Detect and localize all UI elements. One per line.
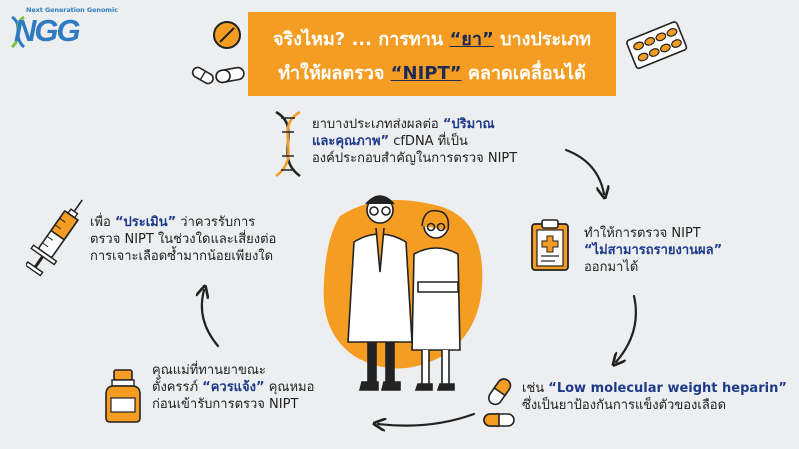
dna-logo-icon bbox=[10, 15, 26, 49]
banner-line1-tail: บางประเภท bbox=[493, 29, 592, 50]
banner-line2-text: ทำให้ผลตรวจ bbox=[278, 63, 391, 84]
point4-highlight: “ควรแจ้ง” bbox=[202, 380, 265, 395]
blister-pack-icon bbox=[626, 21, 688, 69]
capsule-pills-icon bbox=[191, 66, 245, 85]
point3-highlight: “Low molecular weight heparin” bbox=[548, 381, 787, 396]
dna-icon bbox=[275, 110, 301, 178]
banner-highlight-nipt: “NIPT” bbox=[390, 63, 462, 84]
logo-mark: NGG bbox=[14, 13, 81, 48]
point1-line1: ยาบางประเภทส่งผลต่อ “ปริมาณ bbox=[312, 116, 517, 133]
arrow-3 bbox=[378, 412, 476, 426]
arrow-1 bbox=[564, 148, 604, 194]
banner-line-1: จริงไหม? ... การทาน “ยา” บางประเภท bbox=[248, 24, 616, 53]
point-cannot-report: ทำให้การตรวจ NIPT “ไม่สามารถรายงานผล” ออ… bbox=[584, 225, 722, 276]
point5-text: เพื่อ bbox=[90, 215, 115, 230]
point-assess-timing: เพื่อ “ประเมิน” ว่าควรรับการ ตรวจ NIPT ใ… bbox=[90, 214, 276, 265]
arrow-4 bbox=[202, 290, 220, 348]
point5-line3: การเจาะเลือดซ้ำมากน้อยเพียงใด bbox=[90, 249, 274, 264]
banner-line1-text: จริงไหม? ... การทาน bbox=[272, 29, 450, 50]
point3-line2: ซึ่งเป็นยาป้องกันการแข็งตัวของเลือด bbox=[522, 398, 727, 413]
point-cfdna-effect: ยาบางประเภทส่งผลต่อ “ปริมาณ และคุณภาพ” c… bbox=[312, 116, 517, 167]
clipboard-icon bbox=[531, 219, 569, 271]
ngg-logo: Next Generation Genomic NGG bbox=[8, 6, 118, 50]
banner-line2-tail: คลาดเคลื่อนได้ bbox=[461, 63, 586, 84]
point1-line2: และคุณภาพ” cfDNA ที่เป็น bbox=[312, 133, 517, 150]
doctors-illustration bbox=[323, 195, 483, 391]
title-banner: จริงไหม? ... การทาน “ยา” บางประเภท ทำให้… bbox=[248, 12, 616, 96]
point2-highlight: “ไม่สามารถรายงานผล” bbox=[584, 243, 723, 258]
medicine-bottle-icon bbox=[105, 369, 141, 423]
point4-line1: คุณแม่ที่ทานยาขณะ bbox=[152, 363, 266, 378]
point-heparin-example: เช่น “Low molecular weight heparin” ซึ่ง… bbox=[522, 380, 787, 414]
capsule-icon bbox=[483, 378, 515, 427]
point1-highlight-b: และคุณภาพ” bbox=[312, 134, 390, 149]
syringe-icon bbox=[26, 199, 83, 277]
point1-text: ยาบางประเภทส่งผลต่อ bbox=[312, 117, 443, 132]
point4-text-b: คุณหมอ bbox=[264, 380, 315, 395]
banner-highlight-drug: “ยา” bbox=[449, 29, 494, 50]
point5-line2: ตรวจ NIPT ในช่วงใดและเสี่ยงต่อ bbox=[90, 232, 277, 247]
point-inform-doctor: คุณแม่ที่ทานยาขณะ ตั้งครรภ์ “ควรแจ้ง” คุ… bbox=[152, 362, 314, 413]
point2-line1: ทำให้การตรวจ NIPT bbox=[584, 226, 701, 241]
point1-highlight-a: “ปริมาณ bbox=[442, 117, 495, 132]
point4-line3: ก่อนเข้ารับการตรวจ NIPT bbox=[152, 397, 299, 412]
point1-line3: องค์ประกอบสำคัญในการตรวจ NIPT bbox=[312, 151, 518, 166]
round-pill-icon bbox=[213, 21, 241, 49]
point2-line3: ออกมาได้ bbox=[584, 260, 639, 275]
arrow-2 bbox=[616, 294, 637, 362]
point1-text-b: cfDNA ที่เป็น bbox=[389, 134, 468, 149]
point3-text: เช่น bbox=[522, 381, 549, 396]
point3-line1: เช่น “Low molecular weight heparin” bbox=[522, 380, 787, 397]
point4-text: ตั้งครรภ์ bbox=[152, 380, 203, 395]
logo-tagline: Next Generation Genomic bbox=[26, 6, 118, 14]
point4-line2: ตั้งครรภ์ “ควรแจ้ง” คุณหมอ bbox=[152, 379, 314, 396]
banner-line-2: ทำให้ผลตรวจ “NIPT” คลาดเคลื่อนได้ bbox=[248, 58, 616, 87]
point5-text-b: ว่าควรรับการ bbox=[176, 215, 256, 230]
point5-highlight: “ประเมิน” bbox=[114, 215, 177, 230]
point5-line1: เพื่อ “ประเมิน” ว่าควรรับการ bbox=[90, 214, 276, 231]
